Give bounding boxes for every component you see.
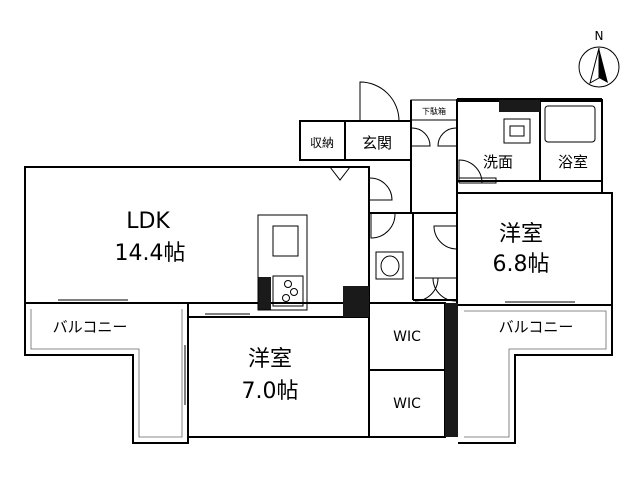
bathroom-label: 浴室 [558, 153, 588, 171]
window [505, 301, 575, 306]
west-room-name: 洋室 [248, 347, 292, 372]
room-labels: LDK 14.4帖 洋室 7.0帖 洋室 6.8帖 収納 玄関 下駄箱 洗面 浴… [53, 106, 588, 412]
washroom-label: 洗面 [483, 153, 513, 171]
wic-upper-label: WIC [393, 329, 421, 345]
interior-walls [24, 98, 613, 438]
shoe-box-label: 下駄箱 [422, 106, 446, 116]
door-swings [329, 81, 483, 302]
balcony-left-label: バルコニー [53, 318, 128, 336]
kitchen-counter [257, 214, 308, 311]
west-room-size: 7.0帖 [242, 379, 299, 404]
front-door [359, 81, 400, 122]
fixtures [58, 105, 596, 405]
sink [272, 225, 299, 257]
ldk-size: 14.4帖 [115, 241, 186, 266]
bathtub [544, 105, 596, 143]
stove-burner [282, 294, 290, 302]
north-arrow-icon: N [578, 29, 620, 88]
east-room-outline [456, 192, 613, 306]
ldk-name: LDK [126, 209, 170, 234]
toilet-bowl [380, 255, 400, 277]
east-room-size: 6.8帖 [493, 252, 550, 277]
stove-burner [284, 280, 292, 288]
west-room-outline [187, 316, 370, 438]
balcony-right-label: バルコニー [499, 318, 574, 336]
ldk-outline [24, 166, 370, 304]
wall-blocks [258, 100, 540, 437]
window [58, 299, 128, 304]
east-room-name: 洋室 [499, 222, 543, 247]
stove [272, 275, 304, 307]
window [184, 345, 189, 405]
toilet [375, 251, 404, 280]
wash-basin [503, 118, 531, 144]
north-label: N [595, 29, 604, 43]
window [205, 313, 250, 318]
wic-lower-label: WIC [393, 396, 421, 412]
stove-burner [290, 288, 298, 296]
entrance-label: 玄関 [362, 134, 392, 152]
storage-label: 収納 [310, 136, 334, 150]
